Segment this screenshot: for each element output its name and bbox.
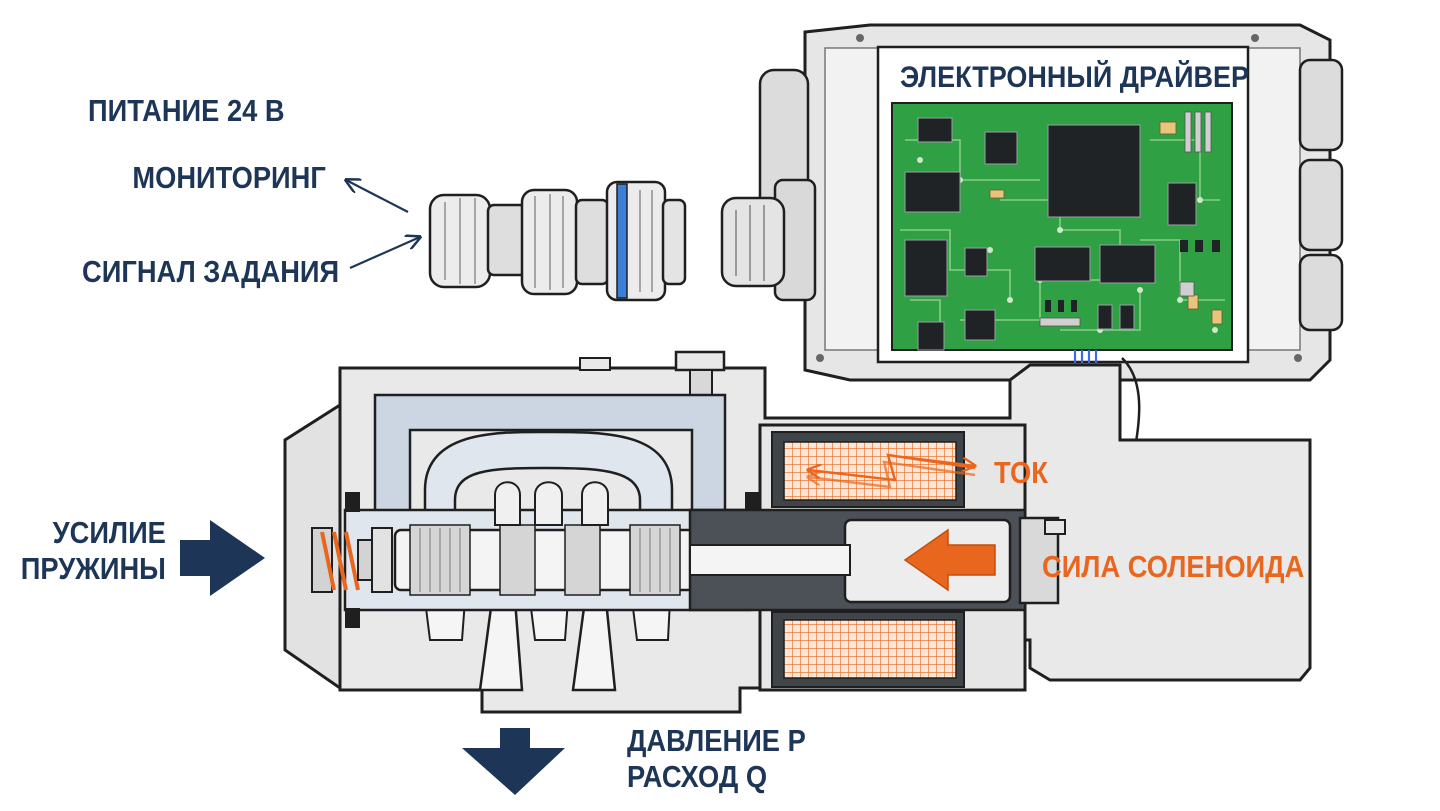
spring-force-label-line2: ПРУЖИНЫ [20, 550, 166, 586]
pressure-label: ДАВЛЕНИЕ P [627, 723, 806, 758]
flow-label: РАСХОД Q [627, 758, 768, 794]
driver-connector-socket [720, 178, 817, 302]
spring-force-label: УСИЛИЕ ПРУЖИНЫ [21, 515, 166, 586]
solenoid-force-label: СИЛА СОЛЕНОИДА [1042, 549, 1305, 584]
current-label: ТОК [994, 455, 1048, 490]
setpoint-signal-label: СИГНАЛ ЗАДАНИЯ [81, 254, 339, 289]
cable-connector-plug [428, 180, 687, 302]
pressure-flow-arrow [462, 728, 565, 795]
spool [311, 481, 760, 628]
spring-force-label-line1: УСИЛИЕ [52, 515, 166, 550]
monitoring-label: МОНИТОРИНГ [132, 160, 326, 195]
solenoid-force-arrow [903, 528, 996, 592]
spring-force-arrow [180, 520, 265, 596]
setpoint-arrow [349, 237, 420, 270]
pressure-flow-label: ДАВЛЕНИЕ P РАСХОД Q [627, 723, 806, 794]
pcb-board [891, 102, 1233, 351]
power-label: ПИТАНИЕ 24 В [88, 93, 285, 128]
electronic-driver-title: ЭЛЕКТРОННЫЙ ДРАЙВЕР [900, 61, 1250, 94]
current-arrows [808, 453, 975, 489]
monitoring-arrow [346, 180, 409, 213]
